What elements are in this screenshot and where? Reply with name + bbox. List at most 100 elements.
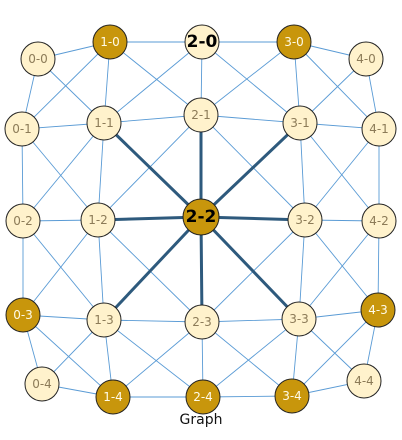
node-circle-2-1 bbox=[183, 97, 219, 133]
node-circle-0-2 bbox=[5, 203, 41, 239]
node-label-2-4: 2-4 bbox=[193, 390, 213, 404]
node-1-2: 1-2 bbox=[80, 202, 116, 238]
node-circle-1-2 bbox=[80, 202, 116, 238]
node-label-0-0: 0-0 bbox=[28, 52, 48, 66]
node-label-2-1: 2-1 bbox=[191, 108, 211, 122]
node-circle-2-3 bbox=[184, 304, 220, 340]
node-3-4: 3-4 bbox=[274, 378, 310, 414]
node-label-2-0: 2-0 bbox=[187, 32, 218, 52]
node-label-4-3: 4-3 bbox=[368, 303, 388, 317]
node-label-1-3: 1-3 bbox=[94, 313, 114, 327]
highlight-edge-2-2-to-1-3 bbox=[102, 215, 203, 322]
node-circle-4-4 bbox=[346, 363, 382, 399]
node-circle-2-0 bbox=[184, 24, 220, 60]
node-2-0: 2-0 bbox=[184, 24, 220, 60]
node-circle-2-4 bbox=[185, 379, 221, 415]
edge-2-3-to-1-4 bbox=[112, 321, 203, 398]
node-4-2: 4-2 bbox=[361, 203, 397, 239]
edge-1-1-to-0-2 bbox=[22, 122, 105, 222]
edge-0-2-to-1-3 bbox=[22, 220, 105, 321]
edge-4-3-to-3-4 bbox=[291, 309, 379, 397]
node-1-1: 1-1 bbox=[86, 105, 122, 141]
node-0-0: 0-0 bbox=[20, 41, 56, 77]
node-label-3-0: 3-0 bbox=[284, 35, 304, 49]
node-circle-2-2 bbox=[182, 198, 220, 236]
node-1-0: 1-0 bbox=[92, 24, 128, 60]
edge-3-1-to-4-2 bbox=[299, 122, 380, 222]
node-circle-0-4 bbox=[24, 366, 60, 402]
node-2-4: 2-4 bbox=[185, 379, 221, 415]
node-circle-4-2 bbox=[361, 203, 397, 239]
edge-4-2-to-3-3 bbox=[298, 220, 380, 320]
node-circle-1-4 bbox=[95, 379, 131, 415]
node-circle-1-0 bbox=[92, 24, 128, 60]
node-circle-3-2 bbox=[287, 202, 323, 238]
node-circle-0-0 bbox=[20, 41, 56, 77]
edge-0-1-to-1-2 bbox=[21, 128, 99, 221]
edge-3-3-to-2-4 bbox=[202, 318, 300, 398]
node-1-4: 1-4 bbox=[95, 379, 131, 415]
node-circle-0-1 bbox=[4, 111, 40, 147]
node-0-2: 0-2 bbox=[5, 203, 41, 239]
edge-2-3-to-3-4 bbox=[201, 321, 293, 397]
node-3-3: 3-3 bbox=[281, 301, 317, 337]
edge-3-0-to-2-1 bbox=[200, 41, 295, 116]
node-3-2: 3-2 bbox=[287, 202, 323, 238]
node-label-2-2: 2-2 bbox=[186, 207, 217, 227]
highlight-edge-2-2-to-3-3 bbox=[199, 215, 301, 321]
edge-0-3-to-1-4 bbox=[22, 314, 114, 398]
edge-1-0-to-0-1 bbox=[21, 41, 111, 130]
node-4-1: 4-1 bbox=[361, 111, 397, 147]
node-4-0: 4-0 bbox=[348, 41, 384, 77]
edge-1-3-to-2-4 bbox=[103, 319, 204, 398]
node-label-2-3: 2-3 bbox=[192, 315, 212, 329]
node-label-0-4: 0-4 bbox=[32, 377, 52, 391]
node-circle-3-4 bbox=[274, 378, 310, 414]
node-2-3: 2-3 bbox=[184, 304, 220, 340]
node-label-1-2: 1-2 bbox=[88, 213, 108, 227]
node-0-3: 0-3 bbox=[5, 297, 41, 333]
node-3-1: 3-1 bbox=[282, 105, 318, 141]
node-4-3: 4-3 bbox=[360, 292, 396, 328]
node-circle-1-1 bbox=[86, 105, 122, 141]
node-2-2: 2-2 bbox=[182, 198, 220, 236]
node-label-0-3: 0-3 bbox=[13, 308, 33, 322]
node-4-4: 4-4 bbox=[346, 363, 382, 399]
node-label-3-1: 3-1 bbox=[290, 116, 310, 130]
node-circle-4-3 bbox=[360, 292, 396, 328]
node-label-3-2: 3-2 bbox=[295, 213, 315, 227]
node-circle-4-1 bbox=[361, 111, 397, 147]
node-0-1: 0-1 bbox=[4, 111, 40, 147]
node-label-0-2: 0-2 bbox=[13, 214, 33, 228]
edge-1-2-to-0-3 bbox=[22, 219, 99, 316]
node-label-4-2: 4-2 bbox=[369, 214, 389, 228]
edge-4-1-to-3-2 bbox=[304, 128, 380, 221]
node-2-1: 2-1 bbox=[183, 97, 219, 133]
node-circle-3-3 bbox=[281, 301, 317, 337]
graph-caption: Graph bbox=[179, 412, 223, 428]
node-circle-3-0 bbox=[276, 24, 312, 60]
node-label-4-0: 4-0 bbox=[356, 52, 376, 66]
node-label-1-4: 1-4 bbox=[103, 390, 123, 404]
edge-2-0-to-1-1 bbox=[103, 41, 203, 124]
edge-1-0-to-2-1 bbox=[109, 41, 202, 116]
edge-3-0-to-4-1 bbox=[293, 41, 380, 130]
edge-2-0-to-3-1 bbox=[201, 41, 301, 124]
node-circle-0-3 bbox=[5, 297, 41, 333]
node-3-0: 3-0 bbox=[276, 24, 312, 60]
node-1-3: 1-3 bbox=[86, 302, 122, 338]
node-0-4: 0-4 bbox=[24, 366, 60, 402]
node-label-1-0: 1-0 bbox=[100, 35, 120, 49]
node-label-3-4: 3-4 bbox=[282, 389, 302, 403]
node-label-4-4: 4-4 bbox=[354, 374, 374, 388]
edge-3-2-to-4-3 bbox=[304, 219, 379, 311]
node-label-1-1: 1-1 bbox=[94, 116, 114, 130]
node-label-4-1: 4-1 bbox=[369, 122, 389, 136]
node-label-0-1: 0-1 bbox=[12, 122, 32, 136]
highlight-edge-2-2-to-3-1 bbox=[199, 121, 302, 219]
node-circle-3-1 bbox=[282, 105, 318, 141]
node-circle-1-3 bbox=[86, 302, 122, 338]
node-label-3-3: 3-3 bbox=[289, 312, 309, 326]
highlight-edge-2-2-to-1-1 bbox=[102, 121, 203, 219]
